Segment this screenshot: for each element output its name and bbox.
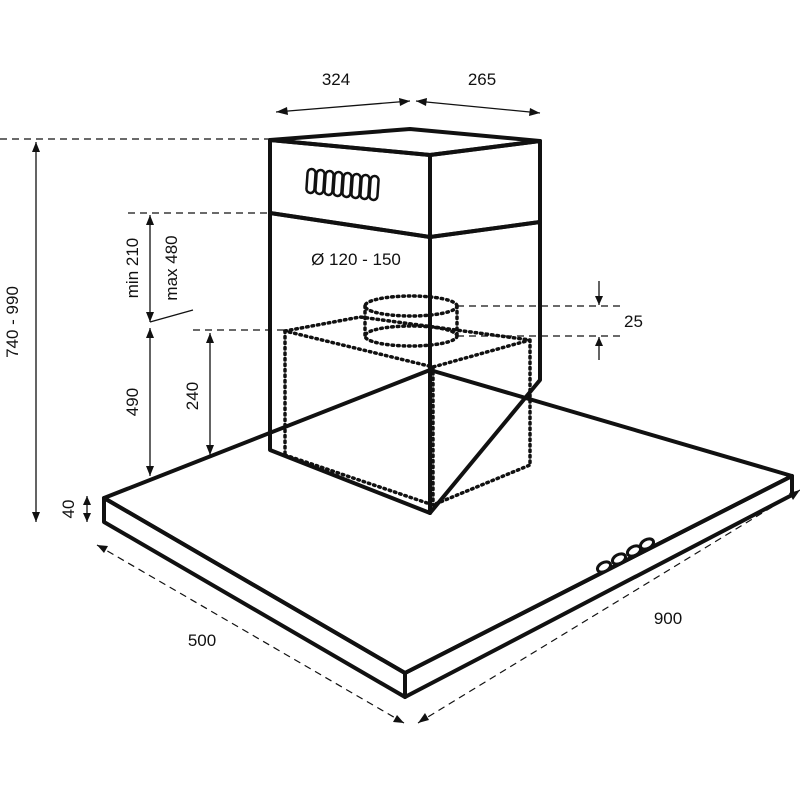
label-min-adjust: min 210 xyxy=(123,238,142,298)
label-canopy-width: 900 xyxy=(654,609,682,628)
label-canopy-depth: 500 xyxy=(188,631,216,650)
label-canopy-thickness: 40 xyxy=(59,500,78,519)
label-motor-block: 240 xyxy=(183,382,202,410)
label-lower-chimney: 490 xyxy=(123,388,142,416)
chimney xyxy=(268,127,542,515)
label-depth-chimney: 265 xyxy=(468,70,496,89)
dimension-lines xyxy=(0,98,800,724)
label-max-adjust: max 480 xyxy=(162,235,181,300)
label-outlet-offset: 25 xyxy=(624,312,643,331)
label-width-chimney: 324 xyxy=(322,70,350,89)
label-total-height: 740 - 990 xyxy=(3,286,22,358)
vent-slots-icon xyxy=(305,167,380,202)
control-buttons-icon xyxy=(595,537,656,574)
motor-box-hidden xyxy=(283,294,532,507)
label-outlet-diameter: Ø 120 - 150 xyxy=(311,250,401,269)
